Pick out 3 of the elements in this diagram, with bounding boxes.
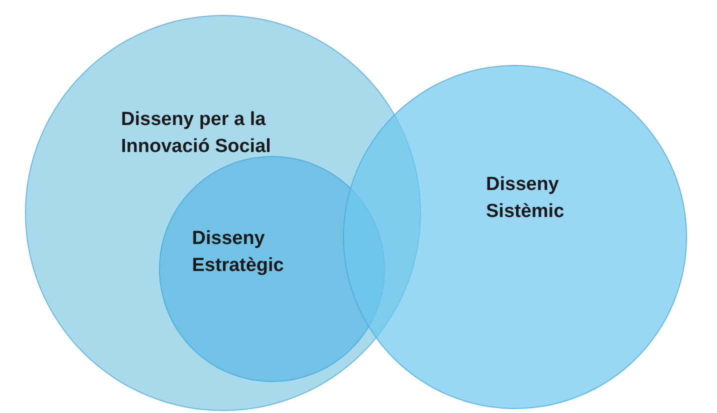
circle-label: Disseny Sistèmic xyxy=(486,173,566,224)
circle-label: Disseny per a la Innovació Social xyxy=(121,108,272,159)
circle-label: Disseny Estratègic xyxy=(192,227,285,278)
